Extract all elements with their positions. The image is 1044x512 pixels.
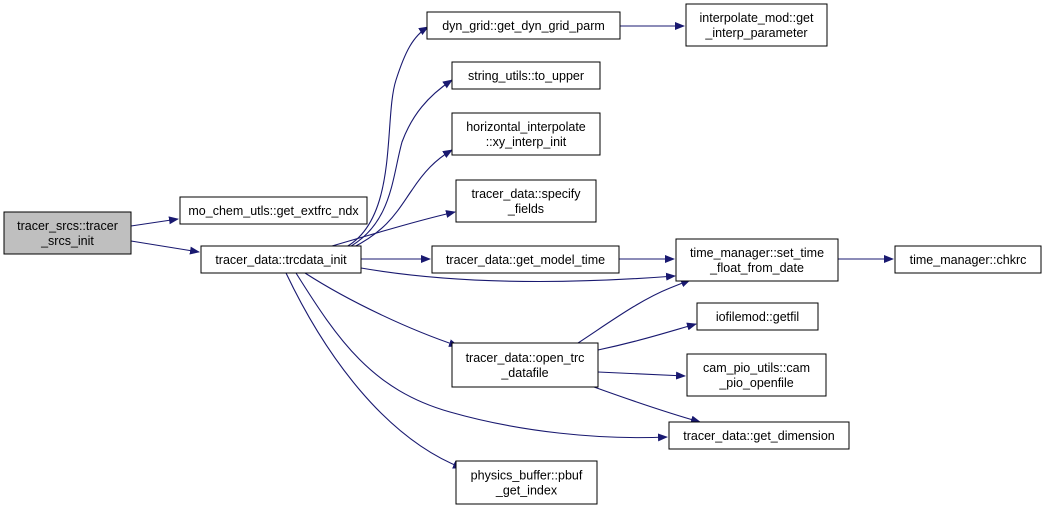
node-set-time-float-from-date[interactable]: time_manager::set_time_float_from_date [675,238,839,282]
node-label: string_utils::to_upper [468,69,584,83]
node-box [894,245,1042,274]
node-box [675,238,839,282]
node-label: tracer_data::open_trc [466,351,585,365]
edge-open_trc_datafile-to-getfil [597,322,697,351]
node-getfil[interactable]: iofilemod::getfil [696,302,819,331]
node-label: horizontal_interpolate [466,120,586,134]
node-box [455,460,598,505]
node-label: time_manager::chkrc [910,253,1027,267]
node-get-dyn-grid-parm[interactable]: dyn_grid::get_dyn_grid_parm [426,11,621,40]
edge-trcdata_init-to-open_trc_datafile [304,272,459,347]
node-box [668,421,850,450]
edge-trcdata_init-to-get_dimension [295,272,668,442]
node-box [426,11,621,40]
node-open-trc-datafile[interactable]: tracer_data::open_trc_datafile [451,342,599,388]
node-get-dimension[interactable]: tracer_data::get_dimension [668,421,850,450]
edge-open_trc_datafile-to-cam_pio_openfile [597,371,686,380]
node-box [455,179,597,223]
node-label: _pio_openfile [718,376,793,390]
edge-trcdata_init-to-to_upper [345,79,453,250]
node-tracer-srcs-init[interactable]: tracer_srcs::tracer_srcs_init [3,211,132,255]
node-trcdata-init[interactable]: tracer_data::trcdata_init [200,245,362,274]
node-label: dyn_grid::get_dyn_grid_parm [442,19,605,33]
node-to-upper[interactable]: string_utils::to_upper [451,61,601,90]
node-label: tracer_data::specify [471,187,581,201]
edge-trcdata_init-to-get_dyn_grid_parm [339,26,429,251]
node-label: _float_from_date [709,261,804,275]
node-box [431,245,620,274]
node-specify-fields[interactable]: tracer_data::specify_fields [455,179,597,223]
node-get-model-time[interactable]: tracer_data::get_model_time [431,245,620,274]
node-label: iofilemod::getfil [716,310,799,324]
node-chkrc[interactable]: time_manager::chkrc [894,245,1042,274]
edge-trcdata_init-to-set_time_float_from_date [360,267,676,283]
node-get-extfrc-ndx[interactable]: mo_chem_utls::get_extfrc_ndx [179,196,368,225]
edge-tracer_srcs_init-to-get_extfrc_ndx [130,216,179,227]
node-box [696,302,819,331]
edge-open_trc_datafile-to-set_time_float_from_date [577,279,691,344]
node-label: time_manager::set_time [690,246,824,260]
node-label: tracer_srcs::tracer [17,219,118,233]
node-box [179,196,368,225]
node-label: physics_buffer::pbuf [471,469,583,483]
edge-open_trc_datafile-to-get_dimension [593,386,701,424]
node-label: _srcs_init [40,234,94,248]
node-label: tracer_data::get_model_time [446,253,605,267]
node-label: mo_chem_utls::get_extfrc_ndx [188,204,359,218]
edges-layer [130,22,894,469]
edge-trcdata_init-to-pbuf_get_index [285,272,463,469]
node-label: tracer_data::trcdata_init [215,253,347,267]
edge-trcdata_init-to-specify_fields [331,210,456,247]
node-box [3,211,132,255]
node-box [686,353,827,397]
node-box [685,3,828,47]
node-label: _datafile [500,366,548,380]
node-label: tracer_data::get_dimension [683,429,835,443]
node-label: cam_pio_utils::cam [703,361,810,375]
node-cam-pio-openfile[interactable]: cam_pio_utils::cam_pio_openfile [686,353,827,397]
node-label: ::xy_interp_init [486,135,567,149]
node-box [200,245,362,274]
node-box [451,61,601,90]
node-pbuf-get-index[interactable]: physics_buffer::pbuf_get_index [455,460,598,505]
node-box [451,342,599,388]
node-label: interpolate_mod::get [700,11,814,25]
node-xy-interp-init[interactable]: horizontal_interpolate::xy_interp_init [451,112,601,156]
node-label: _get_index [495,484,558,498]
edge-tracer_srcs_init-to-trcdata_init [130,240,200,255]
node-label: _fields [507,202,544,216]
node-box [451,112,601,156]
node-label: _interp_parameter [704,26,807,40]
node-get-interp-parameter[interactable]: interpolate_mod::get_interp_parameter [685,3,828,47]
nodes-layer: tracer_srcs::tracer_srcs_init mo_chem_utl… [3,3,1042,505]
